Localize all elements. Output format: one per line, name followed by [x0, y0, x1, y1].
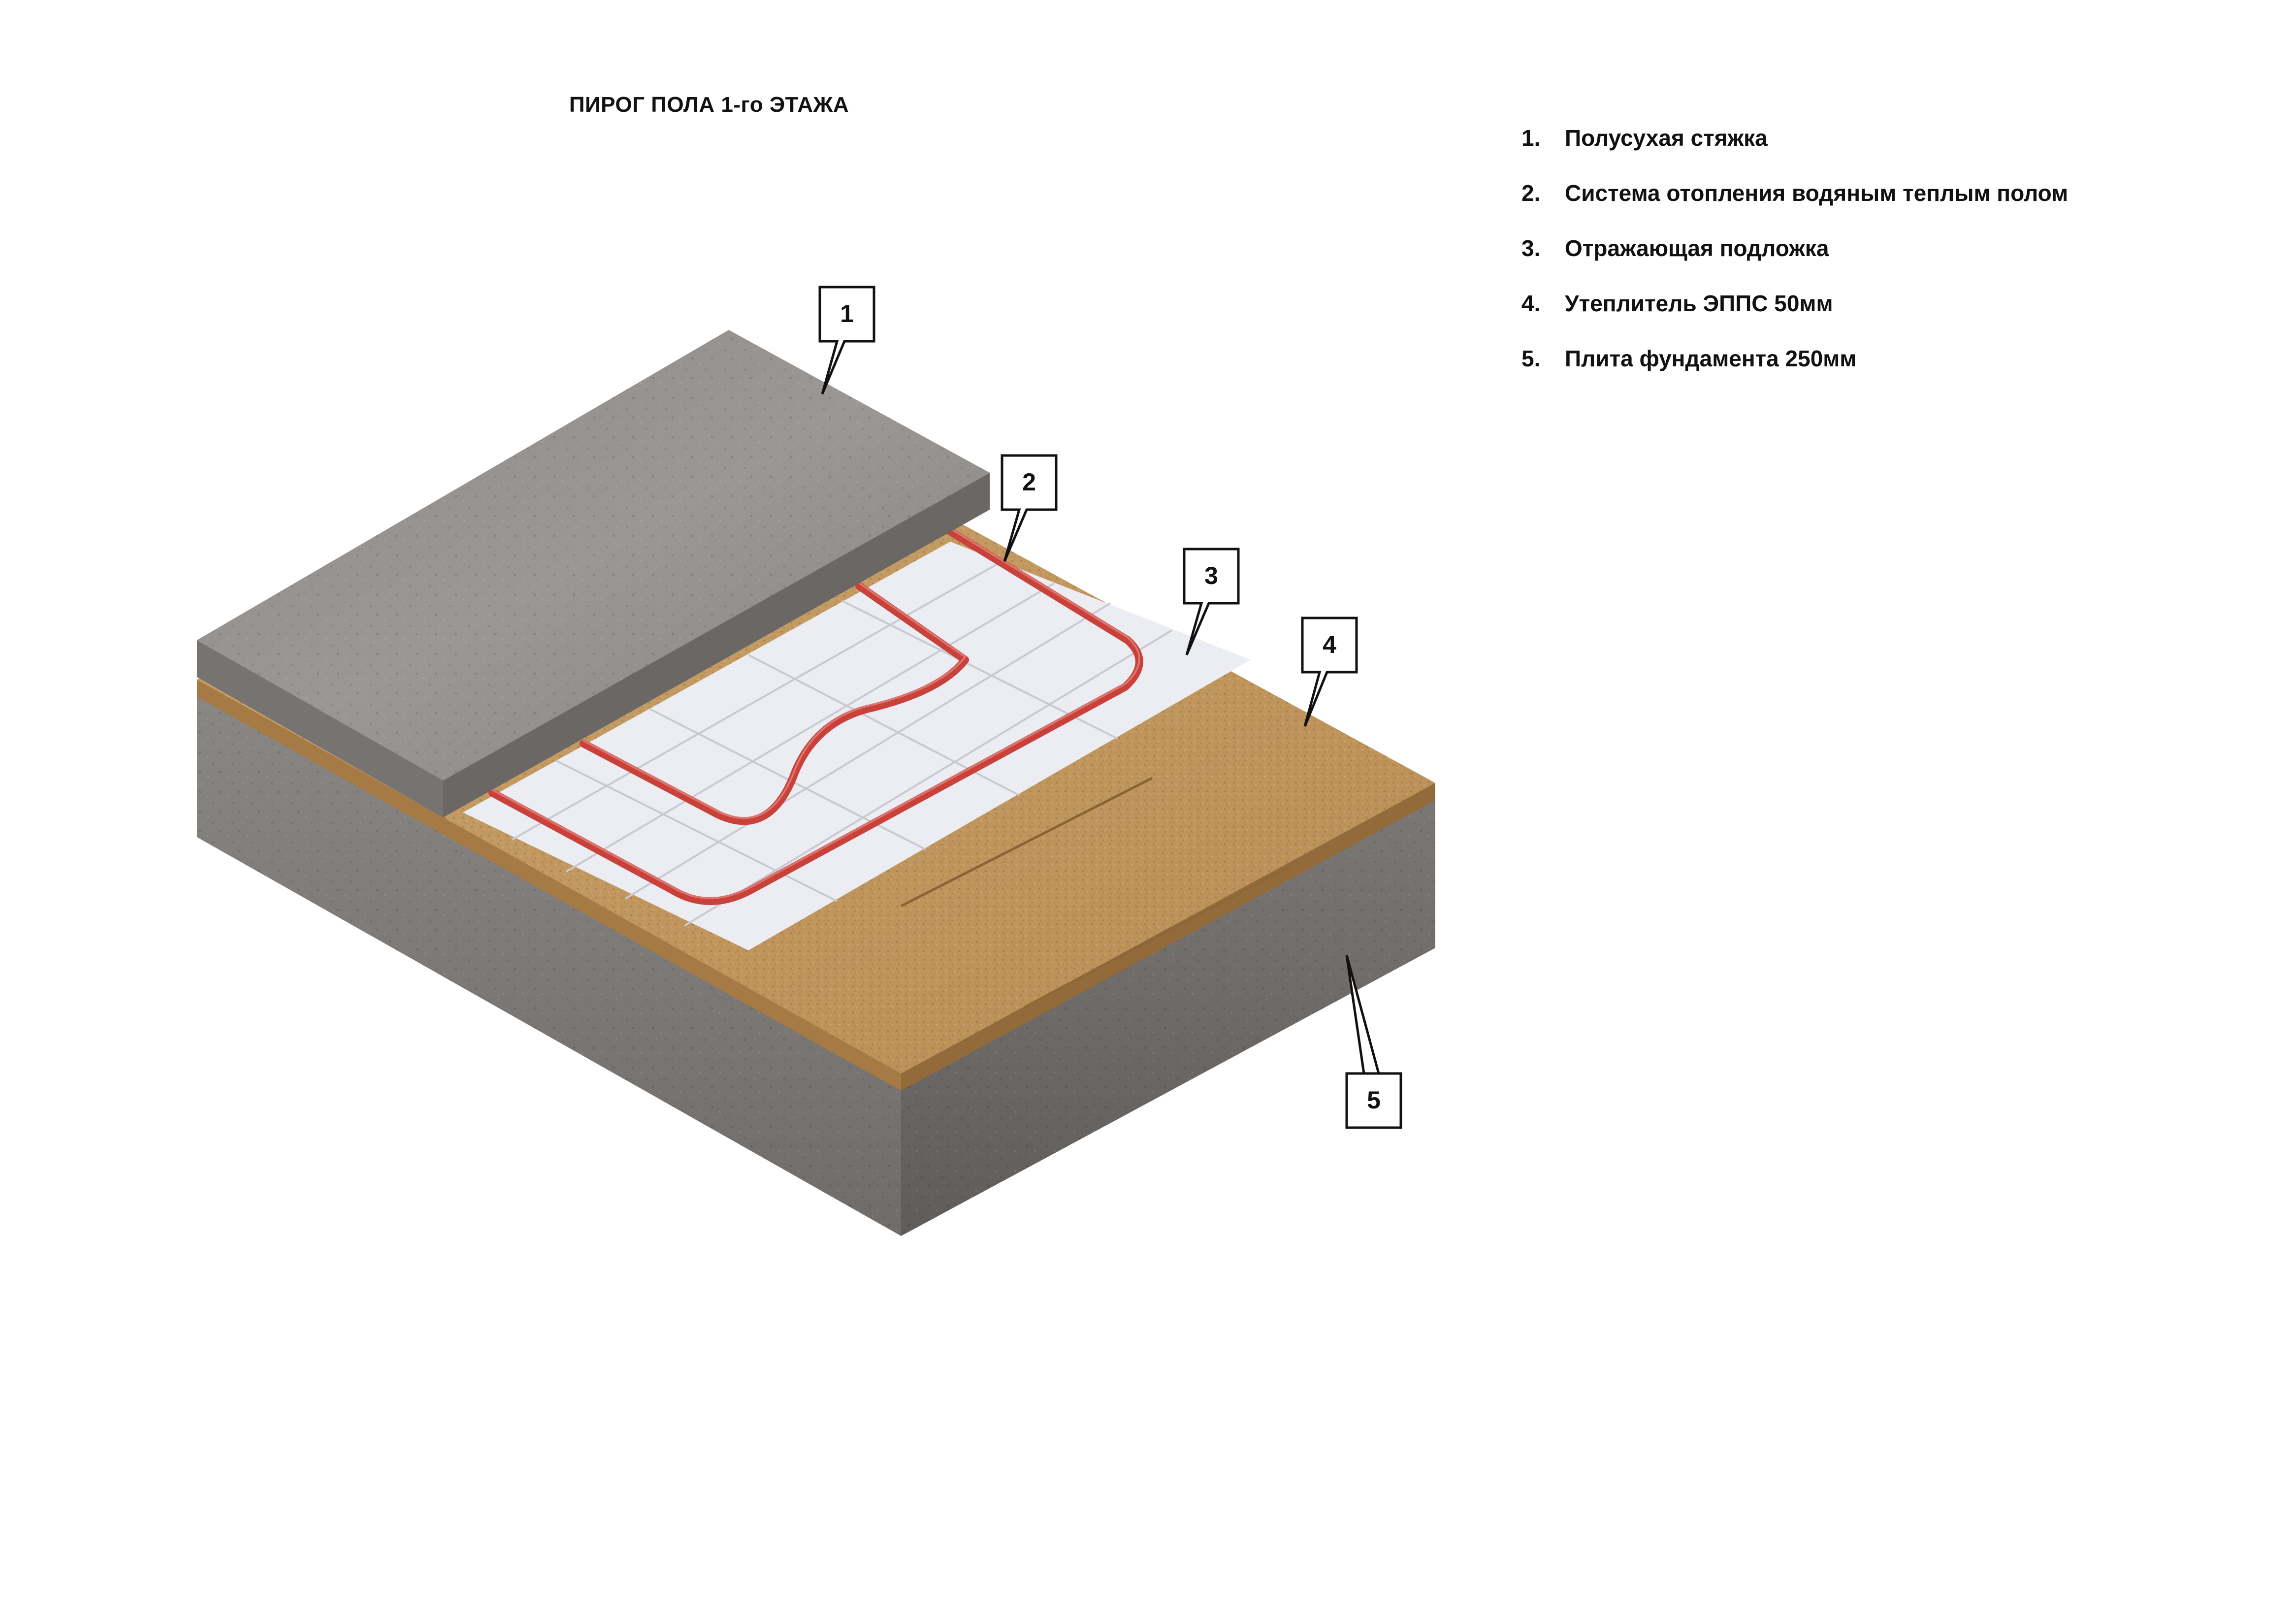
callout-box-4 [1301, 617, 1358, 727]
legend-label: Плита фундамента 250мм [1565, 346, 1857, 371]
slab-front-texture [197, 680, 901, 1236]
callout-label-4: 4 [1323, 631, 1336, 658]
callout-box-2 [1001, 454, 1058, 562]
screed-right-face [443, 473, 990, 817]
callout-box-3 [1183, 548, 1240, 655]
screed-front-face [197, 640, 443, 817]
legend-item: 2. Система отопления водяным теплым полом [1521, 178, 2068, 233]
legend-number: 5. [1521, 346, 1541, 371]
slab-right-texture [901, 783, 1435, 1236]
legend-item: 5. Плита фундамента 250мм [1521, 344, 2068, 399]
callout-box-5 [1345, 955, 1402, 1129]
legend-label: Полусухая стяжка [1565, 125, 1768, 151]
callout-label-5: 5 [1367, 1086, 1381, 1114]
legend-item: 3. Отражающая подложка [1521, 233, 2068, 289]
legend-label: Система отопления водяным теплым полом [1565, 180, 2069, 206]
heating-pipe [488, 523, 1143, 905]
callout-box-1 [818, 286, 875, 394]
screed-top-texture [197, 330, 990, 780]
legend-number: 3. [1521, 235, 1541, 261]
callout-label-3: 3 [1204, 562, 1218, 589]
reflective-underlay [463, 542, 1251, 950]
insulation-right-edge [901, 783, 1435, 1091]
underlay-grid [512, 560, 1173, 927]
legend-item: 4. Утеплитель ЭППС 50мм [1521, 289, 2068, 344]
insulation-board-seam [1024, 866, 1291, 1008]
insulation-board-seam [900, 777, 1153, 908]
heating-pipe-highlight [491, 523, 1140, 899]
callout-label-2: 2 [1022, 468, 1036, 496]
callout-label-1: 1 [840, 300, 854, 327]
diagram-title: ПИРОГ ПОЛА 1-го ЭТАЖА [569, 93, 849, 117]
callout-leaders [818, 286, 1402, 1129]
legend-number: 2. [1521, 180, 1541, 206]
legend-label: Утеплитель ЭППС 50мм [1565, 291, 1833, 316]
legend-number: 1. [1521, 125, 1541, 151]
insulation-front-edge [197, 680, 901, 1091]
legend-number: 4. [1521, 291, 1541, 316]
legend-label: Отражающая подложка [1565, 235, 1829, 261]
legend-item: 1. Полусухая стяжка [1521, 123, 2068, 178]
legend-list: 1. Полусухая стяжка 2. Система отопления в… [1521, 123, 2068, 399]
